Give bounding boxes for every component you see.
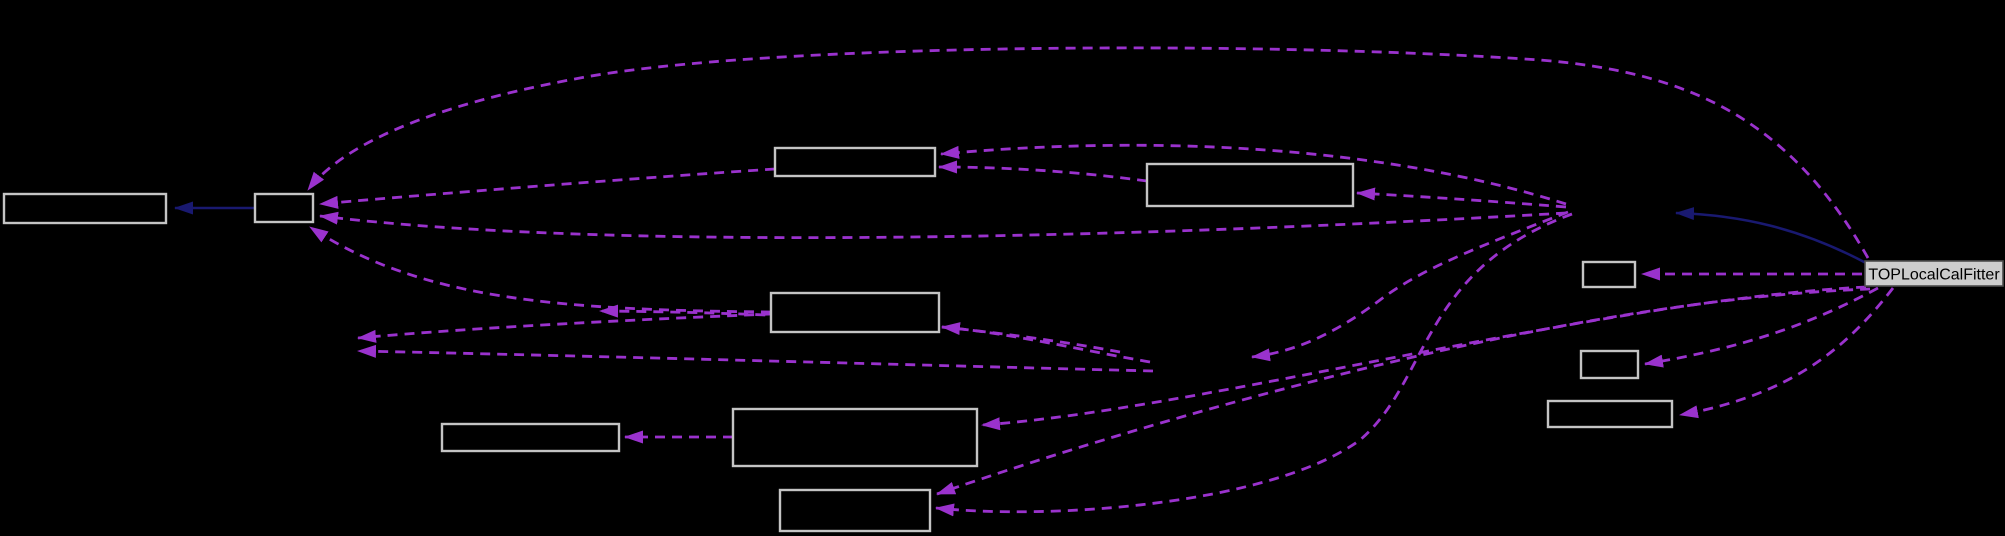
edge-mid-to-e (941, 322, 1151, 364)
node-e[interactable] (769, 291, 941, 334)
node-j[interactable] (1579, 349, 1640, 380)
edge-d-to-c (938, 160, 1148, 183)
edge-mid-to-left-lower (357, 344, 1154, 373)
edge-top-arc-to-b (306, 46, 1870, 259)
node-c[interactable] (773, 146, 937, 178)
node-k[interactable] (1546, 399, 1674, 429)
edge-c-to-b (319, 167, 776, 209)
edge-l-to-g (981, 285, 1867, 431)
edge-l-to-j (1644, 286, 1879, 368)
node-d[interactable] (1145, 162, 1355, 208)
node-g[interactable] (731, 407, 979, 468)
node-f[interactable] (440, 422, 621, 453)
node-h[interactable] (778, 488, 932, 533)
edge-hub-to-b (319, 211, 1567, 240)
node-b[interactable] (253, 192, 315, 224)
node-i[interactable] (1581, 260, 1637, 289)
node-a[interactable] (2, 192, 168, 225)
edge-hub-to-midair (1251, 210, 1569, 362)
edge-l-blue-inherit (1675, 207, 1867, 265)
edge-hub-to-d (1356, 187, 1567, 209)
node-toplocalcalfitter-label: TOPLocalCalFitter (1868, 267, 2000, 284)
edge-e-to-left-upper (357, 312, 772, 343)
node-toplocalcalfitter[interactable] (1864, 260, 2004, 287)
edge-hub-to-c (940, 143, 1567, 206)
